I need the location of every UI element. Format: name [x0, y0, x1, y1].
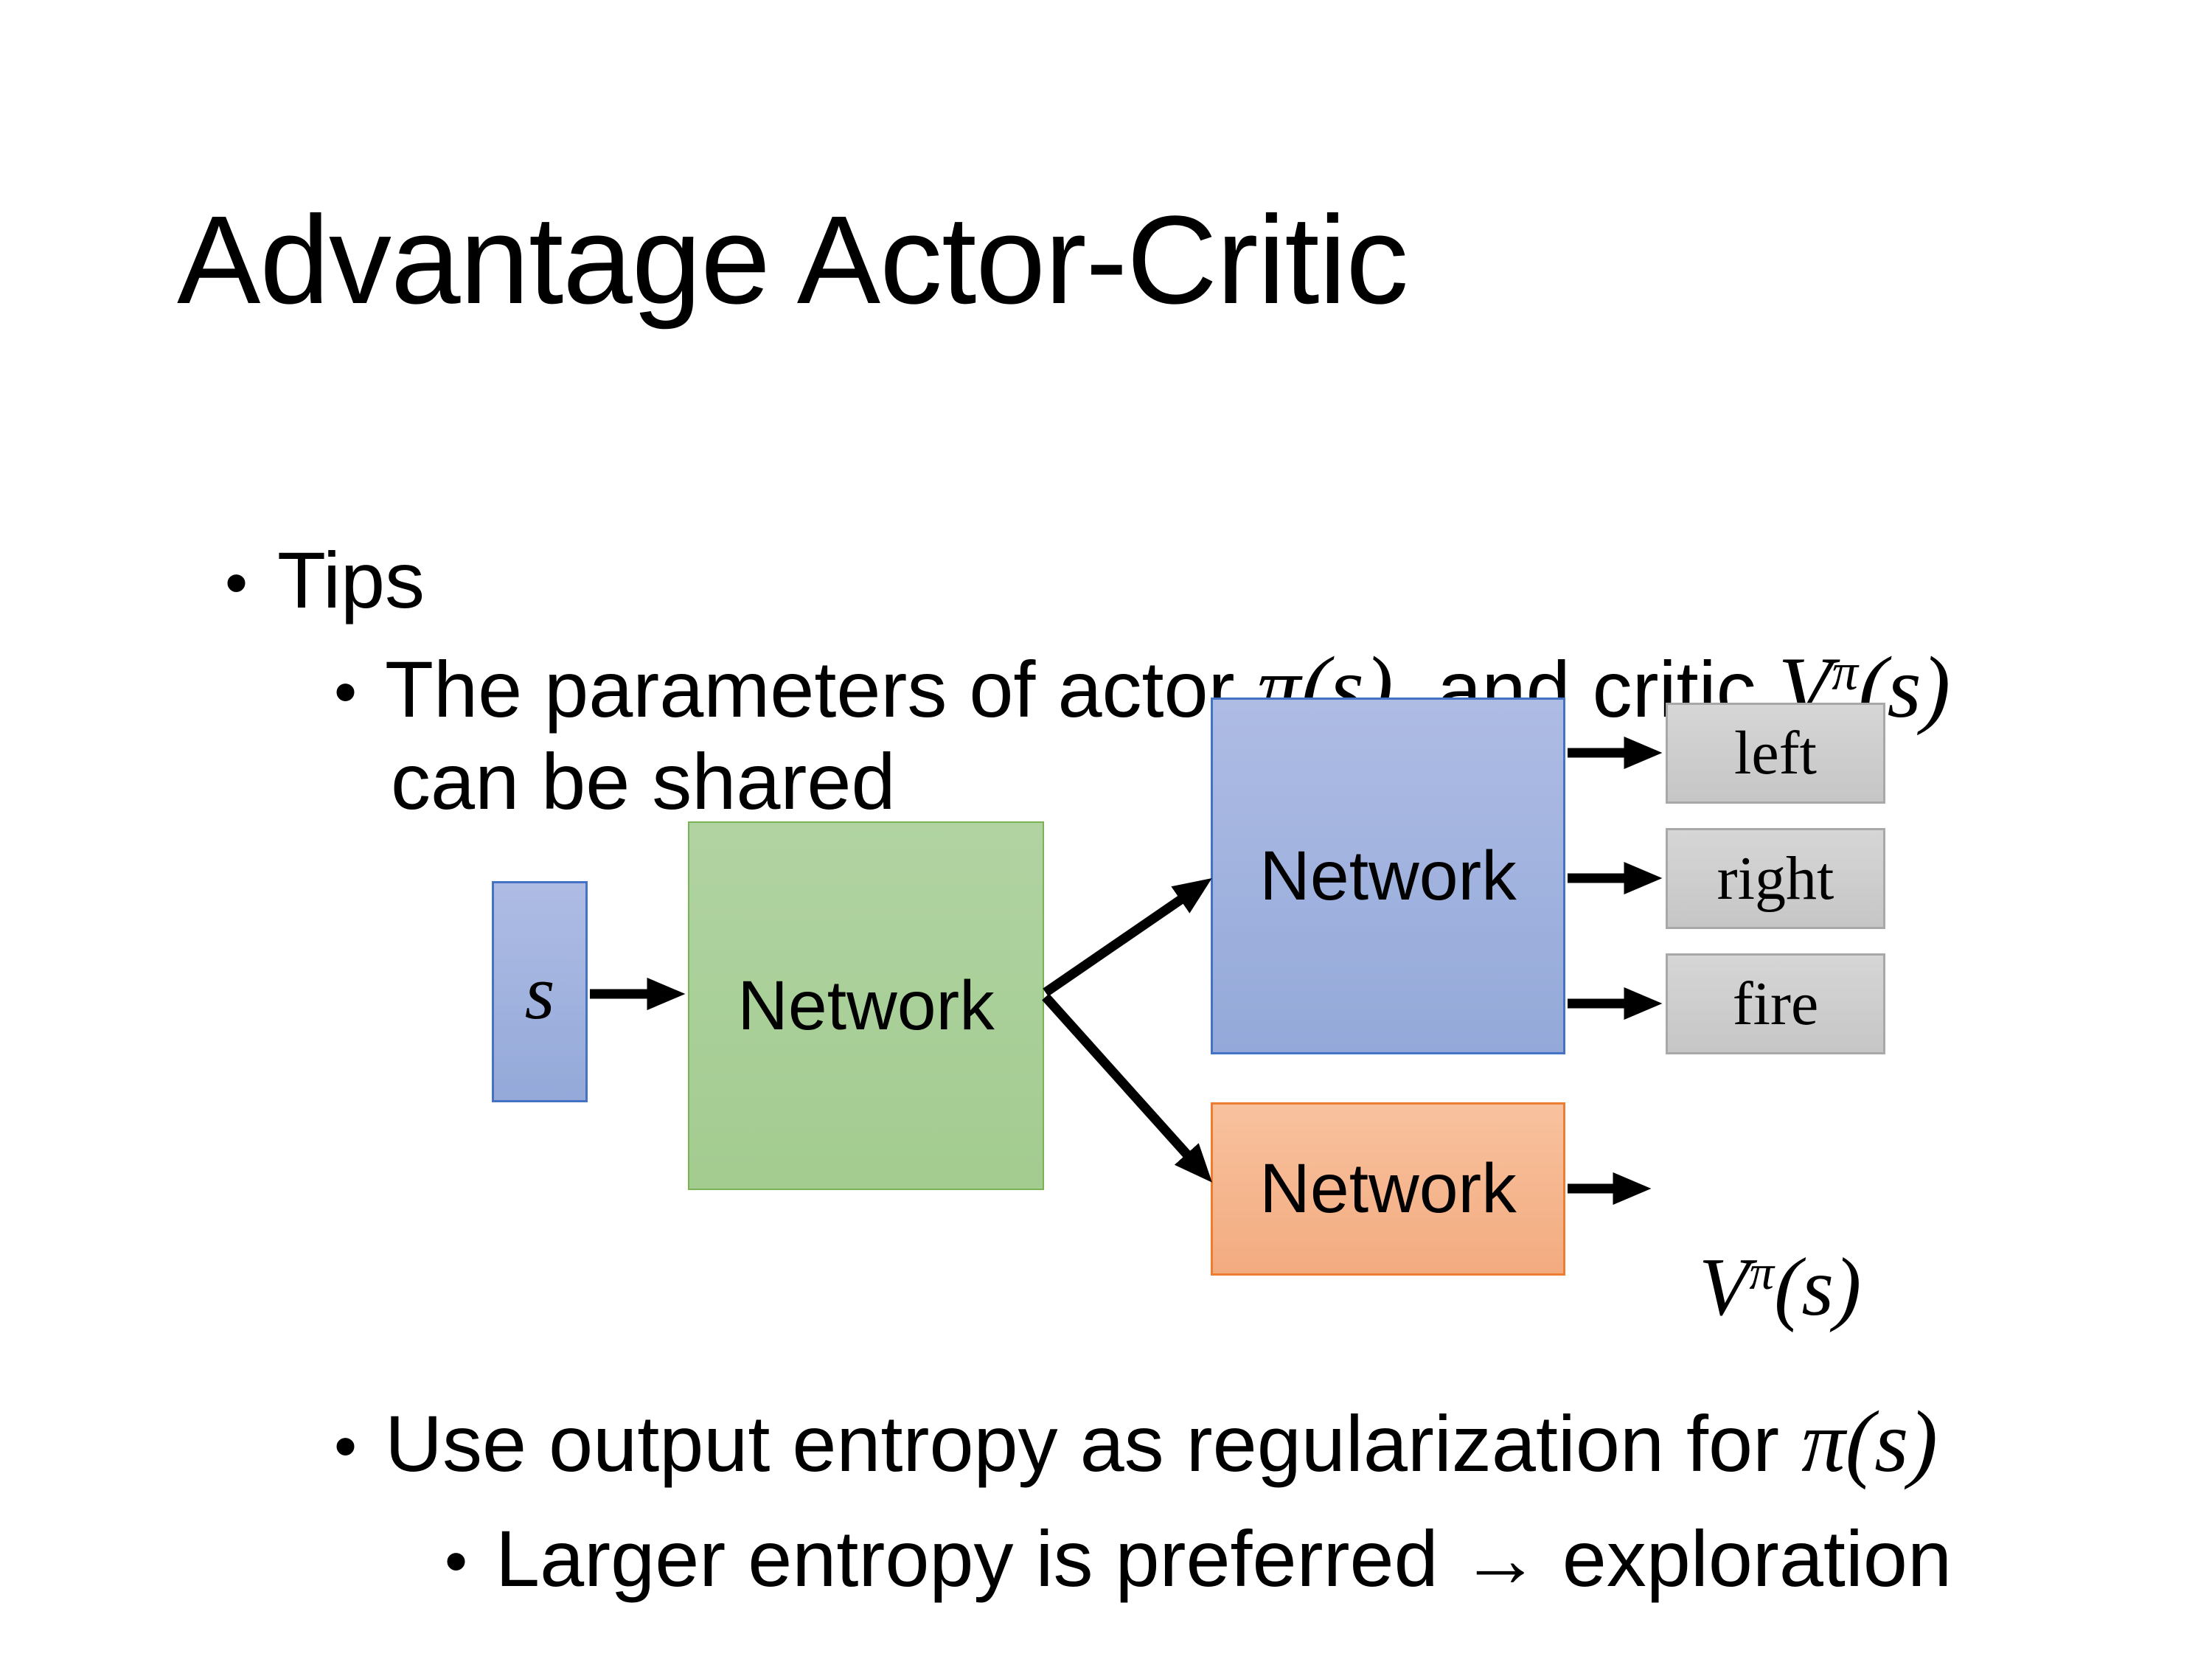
bullet-dot-icon: •: [334, 655, 358, 728]
bullet-dot-icon: •: [445, 1524, 468, 1598]
critic-network-label: Network: [1259, 1150, 1517, 1228]
shared-network-box: Network: [688, 821, 1044, 1190]
bullet-line-parameters-2: can be shared: [347, 662, 896, 821]
action-box-fire: fire: [1666, 953, 1885, 1054]
action-label-fire: fire: [1732, 970, 1819, 1038]
page-title: Advantage Actor-Critic: [177, 190, 1408, 330]
entropy-text: Use output entropy as regularization for: [385, 1399, 1802, 1488]
bullet-dot-icon: •: [225, 546, 248, 619]
tips-text: Tips: [277, 535, 425, 625]
critic-network-box: Network: [1211, 1102, 1565, 1276]
bullet-dot-icon: •: [334, 1409, 358, 1483]
state-box: s: [492, 881, 588, 1102]
actor-network-label: Network: [1259, 836, 1517, 915]
bullet-line-tips: •Tips: [181, 461, 425, 620]
actor-network-box: Network: [1211, 698, 1565, 1054]
parameters-text-line2: can be shared: [391, 737, 896, 826]
action-label-right: right: [1717, 844, 1834, 913]
action-label-left: left: [1734, 719, 1817, 787]
entropy-policy-math: π(s): [1801, 1393, 1938, 1490]
parameters-text-pre: The parameters of actor: [385, 644, 1257, 734]
bullet-line-larger-entropy: •Larger entropy is preferred → explorati…: [400, 1439, 1952, 1599]
larger-entropy-text: Larger entropy is preferred → exploratio…: [495, 1514, 1952, 1603]
bullet-line-entropy: • Use output entropy as regularization fo…: [290, 1318, 1938, 1486]
value-output-math: Vπ(s): [1699, 1242, 1862, 1334]
state-label: s: [524, 948, 555, 1035]
action-box-left: left: [1666, 703, 1885, 804]
arrow-shared-to-critic: [1042, 993, 1212, 1183]
shared-network-label: Network: [737, 966, 995, 1045]
action-box-right: right: [1666, 828, 1885, 929]
arrow-shared-to-actor: [1043, 878, 1212, 997]
